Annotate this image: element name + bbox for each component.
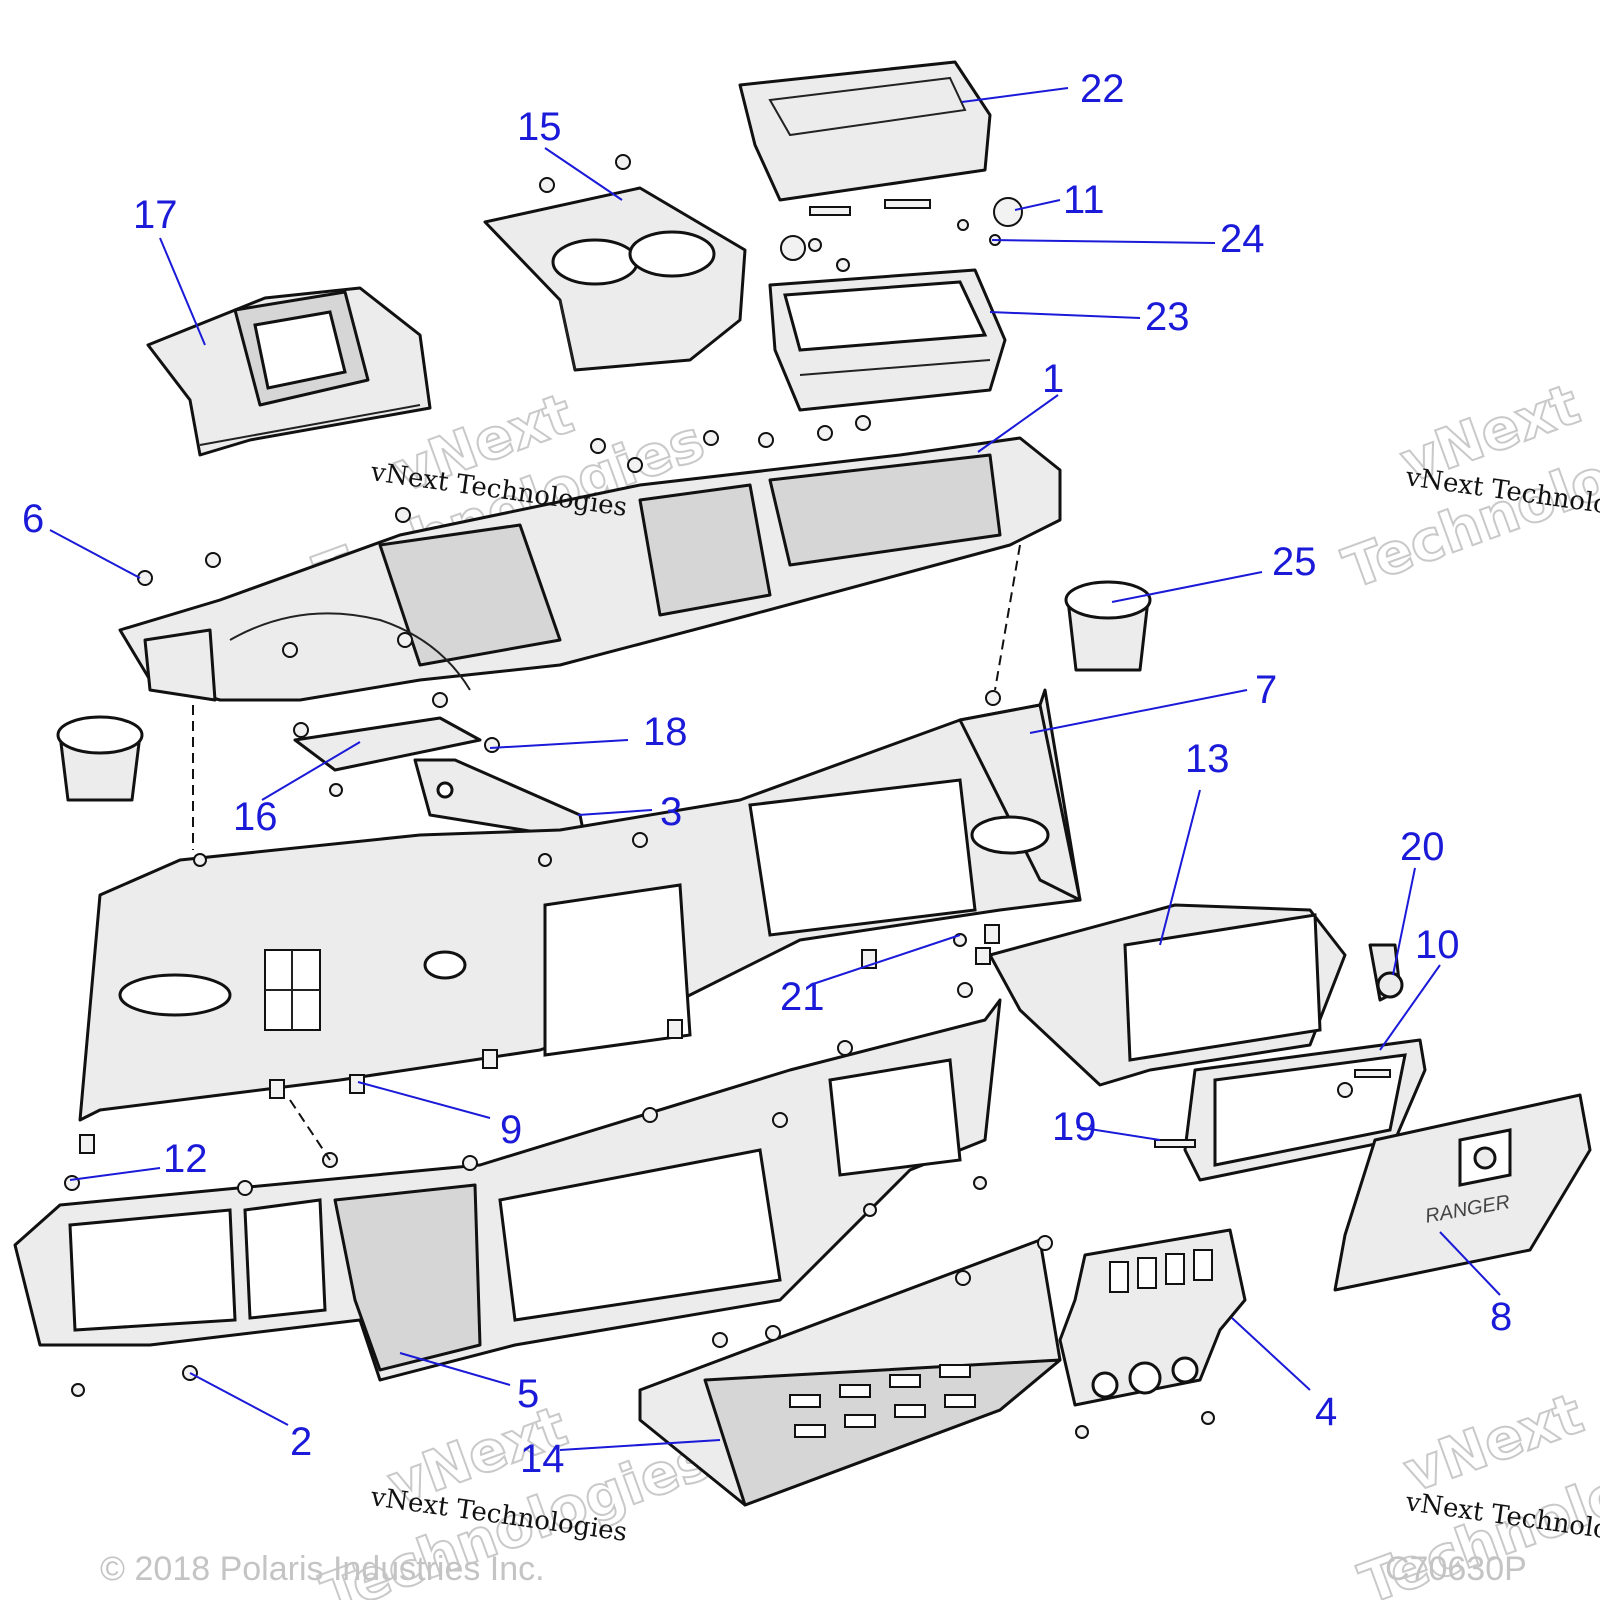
part-7-dash-frame	[78, 688, 1082, 1122]
callout-13: 13	[1185, 737, 1230, 781]
callout-15: 15	[517, 105, 562, 149]
fasteners	[64, 154, 1391, 1439]
callout-20: 20	[1400, 825, 1445, 869]
part-22-storage-lid	[738, 60, 992, 202]
part-17-gauge-hood	[146, 286, 432, 457]
callout-21: 21	[780, 975, 825, 1019]
callout-4: 4	[1315, 1390, 1337, 1434]
callout-25: 25	[1272, 540, 1317, 584]
callout-17: 17	[133, 193, 178, 237]
callout-24: 24	[1220, 217, 1265, 261]
part-14-lower-panel	[638, 1238, 1062, 1507]
cup-holder-left	[56, 715, 144, 802]
part-8-glovebox-door: RANGER	[1333, 1093, 1592, 1292]
callout-9: 9	[500, 1108, 522, 1152]
callout-7: 7	[1255, 668, 1277, 712]
watermark-top-right: vNext Technologies	[1334, 371, 1600, 603]
callout-1: 1	[1042, 357, 1064, 401]
leader-lines	[49, 87, 1501, 1451]
callout-19: 19	[1052, 1105, 1097, 1149]
callout-8: 8	[1490, 1295, 1512, 1339]
callout-11: 11	[1063, 178, 1105, 222]
callout-18: 18	[643, 710, 688, 754]
callout-3: 3	[660, 790, 682, 834]
callout-12: 12	[163, 1137, 208, 1181]
callout-numbers: 1 2 3 4 5 6 7 8 9 10 11 12 13 14 15 16 1…	[22, 67, 1512, 1481]
panel-vents	[789, 1364, 976, 1438]
part-5-lower-dash	[13, 998, 1002, 1382]
callout-14: 14	[520, 1437, 565, 1481]
part-4-switch-panel	[1058, 1228, 1247, 1407]
callout-10: 10	[1415, 923, 1460, 967]
callout-6: 6	[22, 497, 44, 541]
part-20-latch	[1368, 943, 1404, 1002]
part-1-upper-dash	[118, 436, 1062, 702]
callout-5: 5	[517, 1372, 539, 1416]
alignment-lines	[192, 544, 1021, 1161]
part-16-cover-plate	[293, 716, 482, 772]
part-25-cup-holder	[1064, 580, 1152, 672]
callout-23: 23	[1145, 295, 1190, 339]
part-15-cupholder-tray	[483, 186, 747, 372]
figure-code: C70630P	[1385, 1550, 1527, 1588]
callout-16: 16	[233, 795, 278, 839]
part-13-glovebox-housing	[988, 903, 1347, 1087]
callout-2: 2	[290, 1420, 312, 1464]
callout-22: 22	[1080, 67, 1125, 111]
part-3-bracket	[413, 758, 587, 842]
copyright-notice: © 2018 Polaris Industries Inc.	[100, 1550, 545, 1588]
part-23-storage-bin	[768, 268, 1007, 412]
